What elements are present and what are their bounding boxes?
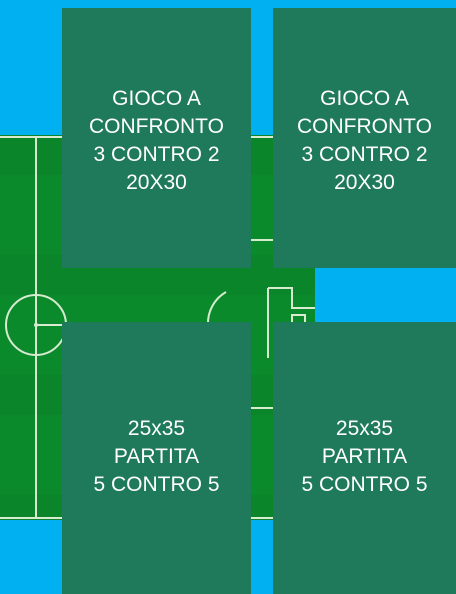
card-text-line: 25x35 (335, 417, 394, 440)
card-text-line: CONFRONTO (297, 115, 432, 138)
card-text-line: GIOCO A (112, 87, 201, 110)
card-text-line: 25x35 (127, 417, 186, 440)
card-text-line: 20X30 (126, 171, 187, 194)
center-spot (34, 323, 38, 327)
card-text-line: 5 CONTRO 5 (301, 473, 428, 496)
drill-card-top-right: GIOCO A CONFRONTO 3 CONTRO 2 20X30 (273, 8, 456, 268)
drill-card-top-left: GIOCO A CONFRONTO 3 CONTRO 2 20X30 (62, 8, 251, 268)
sky-patch (315, 282, 456, 322)
penalty-arc (206, 291, 227, 326)
card-text-line: 3 CONTRO 2 (301, 143, 428, 166)
card-text-line: PARTITA (321, 445, 408, 468)
card-text-line: 3 CONTRO 2 (93, 143, 220, 166)
card-text-line: GIOCO A (320, 87, 409, 110)
card-text-line: 20X30 (334, 171, 395, 194)
card-text-line: PARTITA (113, 445, 200, 468)
goal-area (268, 287, 315, 309)
card-text-line: 5 CONTRO 5 (93, 473, 220, 496)
card-text-line: CONFRONTO (89, 115, 224, 138)
goal-mouth (291, 314, 306, 322)
